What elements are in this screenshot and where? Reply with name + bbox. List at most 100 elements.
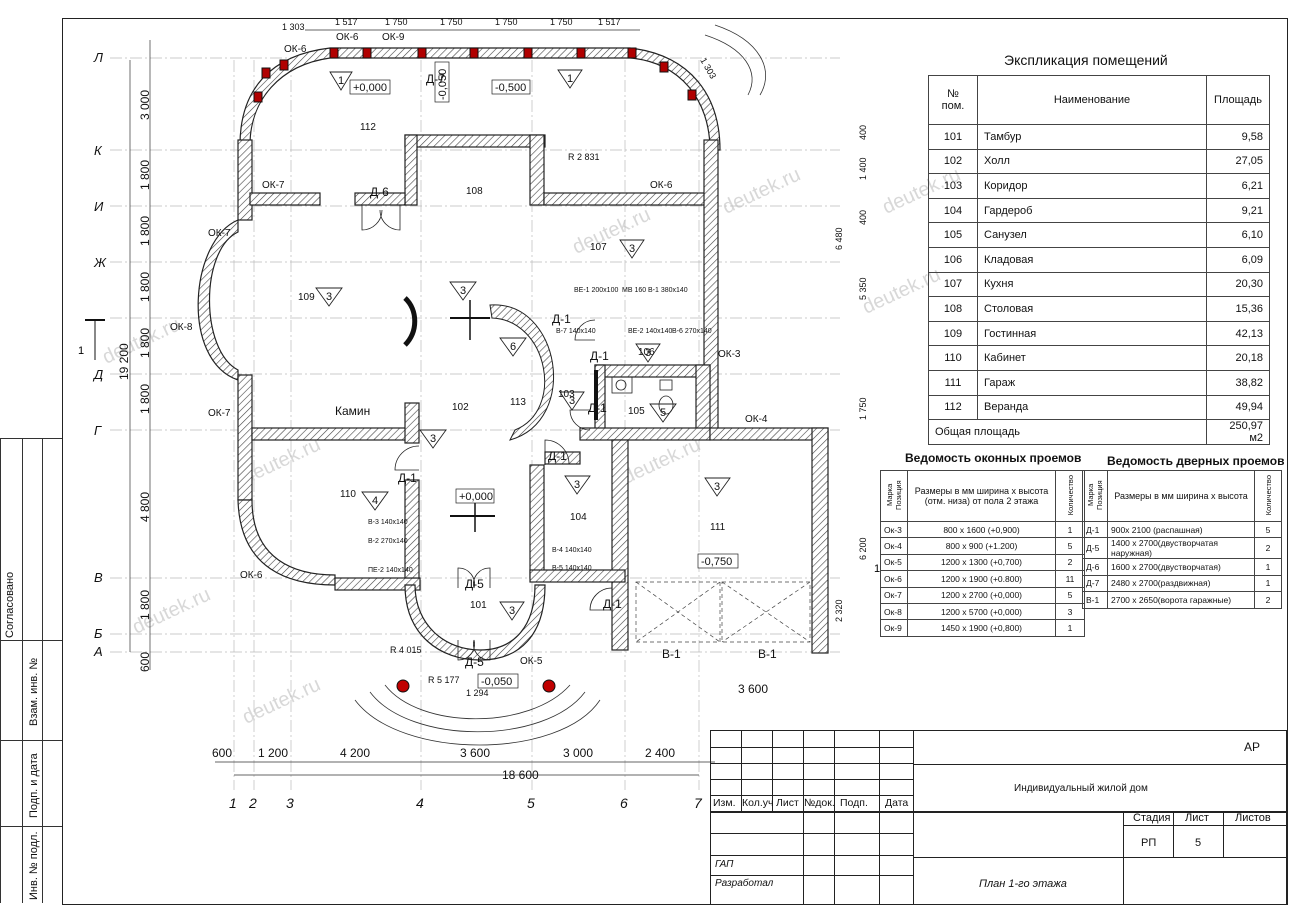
- room-number: 111: [710, 522, 726, 533]
- table-cell: 5: [1055, 537, 1085, 555]
- room-tag: 1: [567, 73, 573, 85]
- right-dim: 6 480: [834, 227, 844, 250]
- svg-text:1: 1: [78, 345, 84, 357]
- stage-value: РП: [1141, 837, 1157, 849]
- veranda-windows: [253, 47, 697, 103]
- door-label: Д-1: [552, 312, 571, 326]
- col-axis-label: 4: [416, 795, 424, 811]
- top-dim: 1 750: [440, 17, 463, 27]
- table-cell: Санузел: [977, 222, 1207, 248]
- svg-text:1: 1: [874, 563, 880, 575]
- table-cell: 42,13: [1206, 320, 1270, 347]
- col-axis-label: 5: [527, 795, 535, 811]
- left-dim: 3 000: [138, 90, 152, 120]
- equipment-label: ВЕ-2 140х140: [628, 328, 672, 335]
- top-dim: 1 750: [550, 17, 573, 27]
- col-label: Кол.уч: [742, 797, 774, 809]
- col-axis-label: 2: [248, 795, 257, 811]
- row-axis-label: А: [93, 644, 103, 659]
- table-cell: Ок-4: [880, 537, 908, 555]
- bath-fixtures: [611, 376, 674, 415]
- door-label: Д-5: [465, 655, 484, 669]
- equipment-label: В-5 140х140: [552, 565, 592, 572]
- window-tag: ОК-6: [240, 570, 263, 581]
- explication-title: Экспликация помещений: [1004, 52, 1168, 68]
- level-mark: -0,750: [701, 556, 732, 568]
- stamp-label: Согласовано: [4, 571, 16, 638]
- left-dim: 1 800: [138, 216, 152, 246]
- table-cell: 107: [928, 271, 978, 298]
- table-cell: 101: [928, 124, 978, 150]
- window-tag: ОК-9: [382, 32, 405, 43]
- col-header: Размеры в мм ширина х высота: [1107, 470, 1255, 522]
- table-cell: Ок-9: [880, 619, 908, 637]
- level-mark: +0,000: [459, 491, 493, 503]
- equipment-label: МВ 160: [622, 287, 646, 294]
- window-tag: ОК-7: [208, 408, 231, 419]
- overall-width: 18 600: [502, 768, 539, 782]
- sheet-label: Лист: [1185, 812, 1209, 824]
- left-dim: 4 800: [138, 492, 152, 522]
- table-cell: Ок-7: [880, 586, 908, 604]
- room-tag: 3: [714, 481, 720, 493]
- table-cell: Ок-8: [880, 602, 908, 621]
- left-dim: 1 800: [138, 328, 152, 358]
- door-label: Д-1: [398, 471, 417, 485]
- col-label: Лист: [776, 797, 799, 809]
- col-axis-label: 6: [620, 795, 628, 811]
- room-tag: 3: [629, 243, 635, 255]
- room-number: 101: [470, 600, 487, 611]
- col-header: Размеры в мм ширина х высота (отм. низа)…: [907, 470, 1056, 522]
- table-cell: Холл: [977, 148, 1207, 175]
- left-dim: 1 800: [138, 272, 152, 302]
- room-number: 105: [628, 406, 645, 417]
- level-mark: -0,050: [437, 69, 449, 100]
- table-cell: 9,58: [1206, 124, 1270, 150]
- window-tag: ОК-4: [745, 414, 768, 425]
- room-tag: 3: [326, 291, 332, 303]
- left-dim: 1 800: [138, 384, 152, 414]
- equipment-label: ПЕ-2 140х140: [368, 567, 413, 574]
- bottom-dim: 4 200: [340, 746, 370, 760]
- bottom-dim: 1 200: [258, 746, 288, 760]
- col-axis-label: 7: [694, 795, 703, 811]
- table-cell: 108: [928, 296, 978, 322]
- radius-label: R 4 015: [390, 645, 422, 655]
- table-cell: 900х 2100 (распашная): [1107, 520, 1255, 539]
- window-tag: ОК-8: [170, 322, 193, 333]
- room-number: 104: [570, 512, 587, 523]
- table-cell: Д-1: [1082, 520, 1108, 539]
- plan-labels: Камин Д-7 Д-6 Д-5 Д-5 Д-1 Д-1 Д-1 Д-1 Д-…: [335, 72, 777, 696]
- table-cell: 9,21: [1206, 197, 1270, 224]
- room-tag: 6: [510, 341, 516, 353]
- level-mark: -0,050: [481, 676, 512, 688]
- right-dim: 5 350: [858, 277, 868, 300]
- top-dim: 1 750: [385, 17, 408, 27]
- left-dimension-lines: [129, 40, 151, 670]
- table-cell: 3: [1055, 602, 1085, 621]
- table-cell: Ок-6: [880, 570, 908, 588]
- windows-table: Марка Позиция Размеры в мм ширина х высо…: [880, 470, 1085, 637]
- table-cell: 15,36: [1206, 296, 1270, 322]
- room-tag-triangles: [315, 69, 731, 621]
- table-cell: 1200 х 1900 (+0.800): [907, 570, 1056, 588]
- room-tag: 1: [338, 75, 344, 87]
- equipment-label: ВЕ-1 200х100: [574, 287, 618, 294]
- room-numbers: 112 108 107 109 113 106 103 105 102 104 …: [298, 122, 726, 611]
- table-cell: Коридор: [977, 173, 1207, 199]
- window-tag: ОК-6: [284, 44, 307, 55]
- door-label: Д-1: [603, 597, 622, 611]
- table-cell: 103: [928, 173, 978, 199]
- table-cell: 800 х 900 (+1.200): [907, 537, 1056, 555]
- radius-label: R 2 831: [568, 152, 600, 162]
- table-cell: Гардероб: [977, 197, 1207, 224]
- stamp-label: Взам. инв. №: [28, 657, 40, 726]
- bottom-dim: 600: [212, 746, 232, 760]
